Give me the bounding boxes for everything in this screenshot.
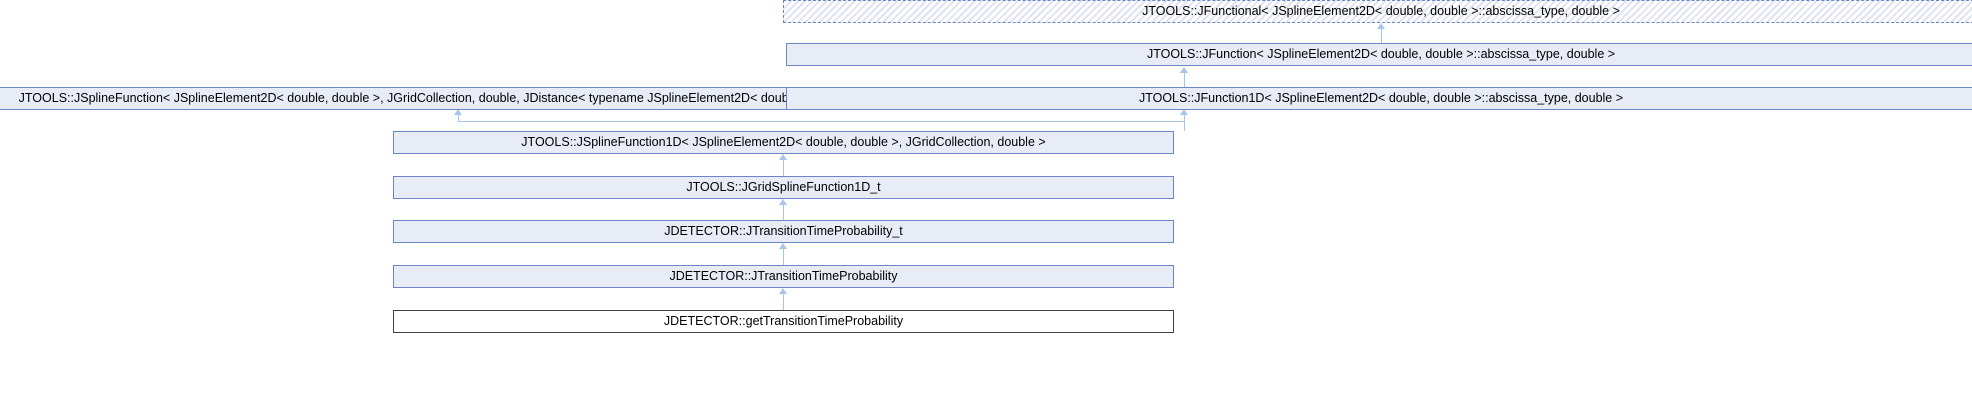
node-gettransitiontimeprobability[interactable]: JDETECTOR::getTransitionTimeProbability [393, 310, 1174, 333]
arrowhead-jttp [779, 288, 787, 294]
edge-getttp-to-jttp [783, 294, 784, 310]
arrowhead-jfunctional [1377, 23, 1385, 29]
node-jtransitiontimeprobability[interactable]: JDETECTOR::JTransitionTimeProbability [393, 265, 1174, 288]
arrowhead-jfunction [1180, 67, 1188, 73]
node-jtransitiontimeprobability-t-label: JDETECTOR::JTransitionTimeProbability_t [664, 224, 903, 238]
node-jtransitiontimeprobability-label: JDETECTOR::JTransitionTimeProbability [669, 269, 898, 283]
node-jfunction1d[interactable]: JTOOLS::JFunction1D< JSplineElement2D< d… [786, 87, 1972, 110]
edge-jttp-to-jttpt [783, 249, 784, 265]
node-jfunction-label: JTOOLS::JFunction< JSplineElement2D< dou… [1146, 47, 1616, 61]
edge-jttpt-to-jgridsplinefunction1dt [783, 205, 784, 220]
arrowhead-jsplinefunction1d [779, 154, 787, 160]
edge-jfunction1d-to-jfunction [1184, 72, 1185, 87]
edge-junction-drop [1184, 121, 1185, 131]
node-jfunctional-label: JTOOLS::JFunctional< JSplineElement2D< d… [1142, 4, 1620, 18]
node-jtransitiontimeprobability-t[interactable]: JDETECTOR::JTransitionTimeProbability_t [393, 220, 1174, 243]
node-jfunction[interactable]: JTOOLS::JFunction< JSplineElement2D< dou… [786, 43, 1972, 66]
node-jsplinefunction1d-label: JTOOLS::JSplineFunction1D< JSplineElemen… [521, 135, 1046, 149]
node-jsplinefunction[interactable]: JTOOLS::JSplineFunction< JSplineElement2… [0, 87, 982, 110]
node-jfunctional[interactable]: JTOOLS::JFunctional< JSplineElement2D< d… [783, 0, 1972, 23]
node-jgridsplinefunction1d-t[interactable]: JTOOLS::JGridSplineFunction1D_t [393, 176, 1174, 199]
edge-jsplinefunction1d-to-jsplinefunction-horizontal [458, 121, 1185, 122]
node-jsplinefunction1d[interactable]: JTOOLS::JSplineFunction1D< JSplineElemen… [393, 131, 1174, 154]
arrowhead-jgridsplinefunction1dt [779, 199, 787, 205]
node-jsplinefunction-label: JTOOLS::JSplineFunction< JSplineElement2… [18, 91, 962, 105]
arrowhead-jsplinefunction [454, 109, 462, 115]
edge-jgridsplinefunction1dt-to-jsplinefunction1d [783, 160, 784, 176]
node-jfunction1d-label: JTOOLS::JFunction1D< JSplineElement2D< d… [1138, 91, 1624, 105]
edge-jfunction-to-jfunctional [1381, 28, 1382, 43]
arrowhead-jfunction1d [1180, 109, 1188, 115]
node-jgridsplinefunction1d-t-label: JTOOLS::JGridSplineFunction1D_t [686, 180, 881, 194]
edge-jsplinefunction1d-to-jsplinefunction-riser [458, 115, 459, 122]
node-gettransitiontimeprobability-label: JDETECTOR::getTransitionTimeProbability [663, 314, 904, 328]
arrowhead-jttpt [779, 243, 787, 249]
